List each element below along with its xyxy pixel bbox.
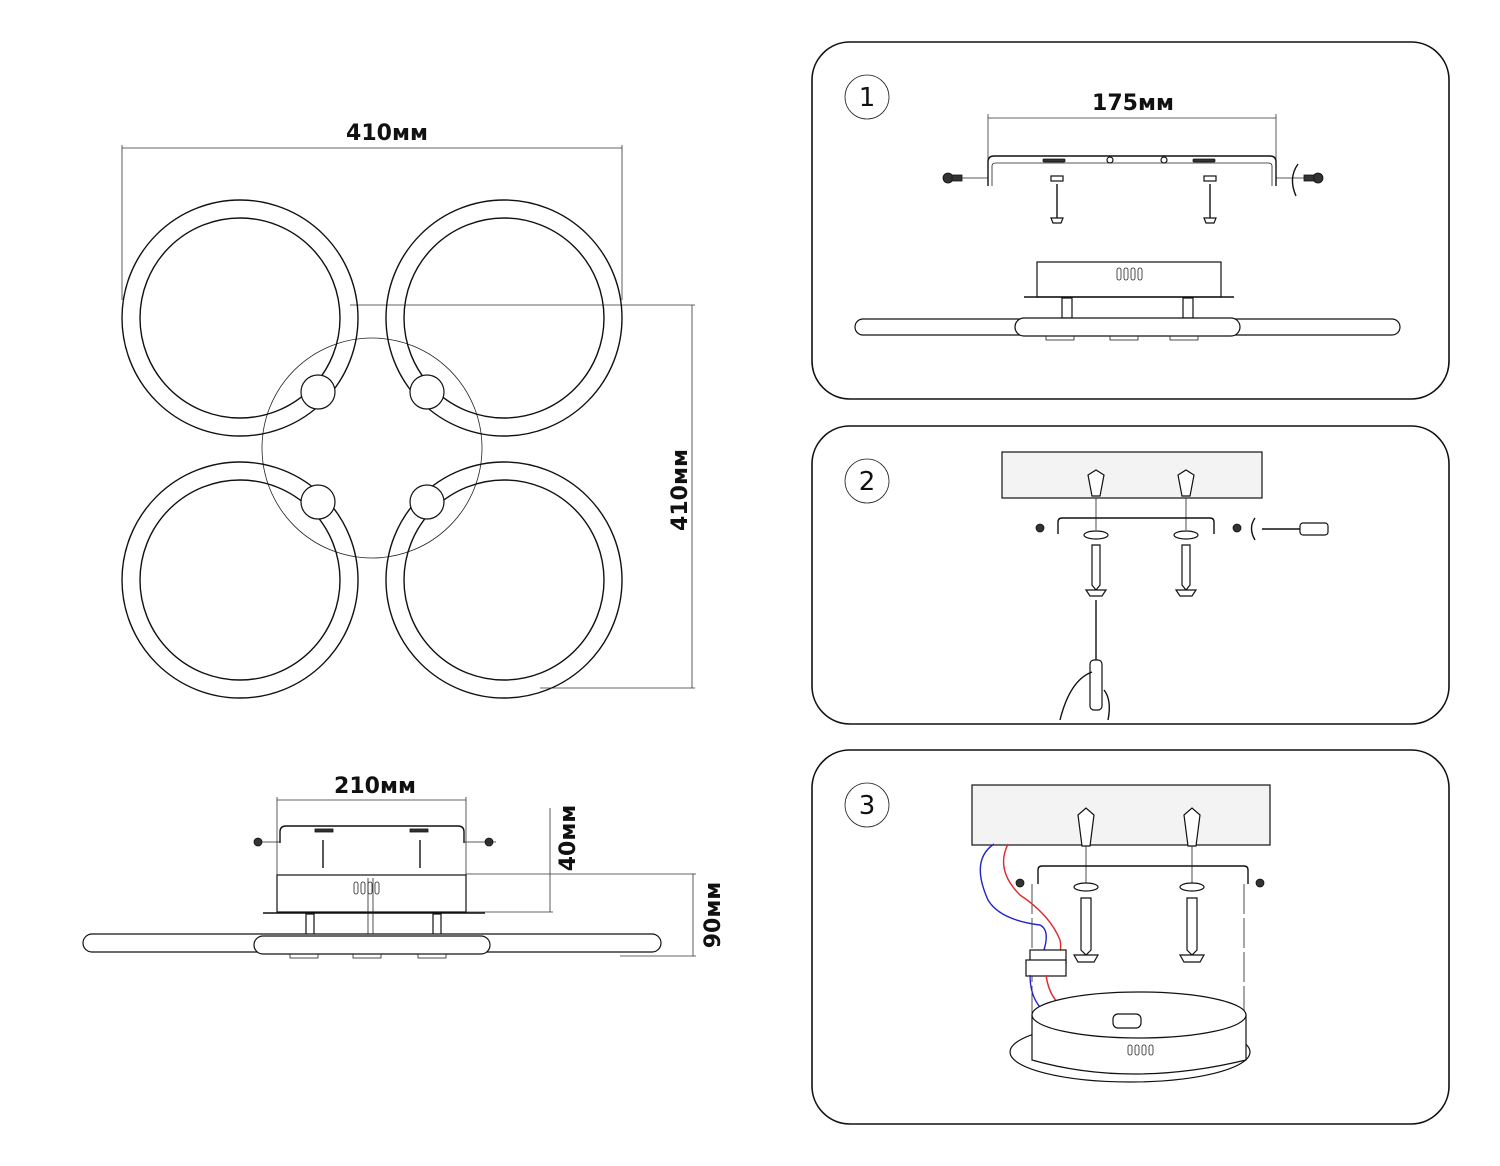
side-view: 210мм 40мм [82,774,726,959]
neutral-wire-ceiling [979,843,1047,951]
wall-plug-right-icon [1177,469,1195,497]
width-label: 410мм [346,121,428,146]
wood-screw-left-icon [1050,175,1064,224]
rotate-arrow-icon [1291,163,1299,197]
step-2-panel: 2 [811,425,1450,725]
ring-top-right [385,199,623,437]
joint-bottom-left [300,484,336,520]
mount-width-label: 210мм [334,774,416,799]
ring-bottom-right [385,461,623,699]
bracket-slot-right [409,828,429,833]
step-3-panel: 3 [811,749,1450,1125]
wood-screw-left-icon [1084,544,1108,597]
ceiling [1001,451,1263,499]
vent-slots [1127,1044,1154,1056]
standoff-left [305,913,315,937]
side-screw-left-thread [951,174,963,182]
wall-plug-left-icon [1087,469,1105,497]
ring-top-left [121,199,359,437]
washer-right [1179,882,1205,892]
washer-right [1173,530,1199,540]
step-1-number: 1 [859,83,876,113]
step-3-badge [844,782,890,828]
step-2-badge [844,458,890,504]
side-screw-right-thread [1303,174,1315,182]
top-view: 410мм 410мм [121,121,695,699]
standoff-right [432,913,442,937]
led-left [1045,335,1075,341]
step-1-frame [811,41,1450,400]
vent-slots [1116,267,1143,281]
side-screw-left-icon [253,837,263,847]
side-screw-right-icon [1232,523,1242,533]
side-screw-right-icon [1255,878,1265,888]
washer-left [1073,882,1099,892]
bracket [987,155,1277,186]
driver-connector [1112,1013,1142,1029]
bracket-inner [991,162,1273,186]
standoff-right [1182,297,1194,319]
central-hub [261,337,483,559]
side-screw-right-icon [1312,172,1324,184]
bracket [1037,865,1249,884]
joint-bottom-right [409,484,445,520]
led-center [352,953,382,959]
step-3-frame [811,749,1450,1125]
led-left [289,953,319,959]
led-right [417,953,447,959]
step-2-number: 2 [859,467,876,497]
step-3-number: 3 [859,791,876,821]
bracket-hole-left [1106,156,1114,164]
led-center [1109,335,1139,341]
side-screw-left-icon [1015,878,1025,888]
mounting-bracket [279,825,465,843]
light-arm-center [1014,317,1241,337]
bracket [1057,517,1215,534]
bracket-slot-left [314,828,334,833]
wall-plug-right-icon [1183,807,1201,847]
bracket-width-label: 175мм [1092,91,1174,116]
side-screw-left-icon [942,172,954,184]
bracket-hole-right [1160,156,1168,164]
standoff-left [1061,297,1073,319]
step-1-badge [844,74,890,120]
bracket-slot-left [1042,158,1066,163]
vent-slots [353,881,380,895]
bracket-slot-right [1192,158,1216,163]
wood-screw-right-icon [1178,897,1206,963]
side-screw-left-icon [1035,523,1045,533]
joint-top-right [409,374,445,410]
total-height-label: 90мм [701,882,726,949]
rotate-arrow-icon [1250,517,1256,541]
light-arm-center [253,935,491,955]
terminal-block-icon [1025,949,1067,977]
led-right [1169,335,1199,341]
wood-screw-right-icon [1174,544,1198,597]
joint-top-left [300,374,336,410]
hand-screwdriver-icon [1059,600,1111,721]
ring-bottom-left [121,461,359,699]
screwdriver-side-icon [1262,522,1329,536]
ceiling [971,784,1271,846]
washer-left [1083,530,1109,540]
wood-screw-left-icon [1072,897,1100,963]
wall-plug-left-icon [1077,807,1095,847]
wood-screw-right-icon [1203,175,1217,224]
box-height-label: 40мм [556,805,581,872]
junction-box [1036,261,1222,298]
step-1-panel: 1 175мм [811,41,1450,400]
height-label: 410мм [668,449,693,531]
step-2-frame [811,425,1450,725]
